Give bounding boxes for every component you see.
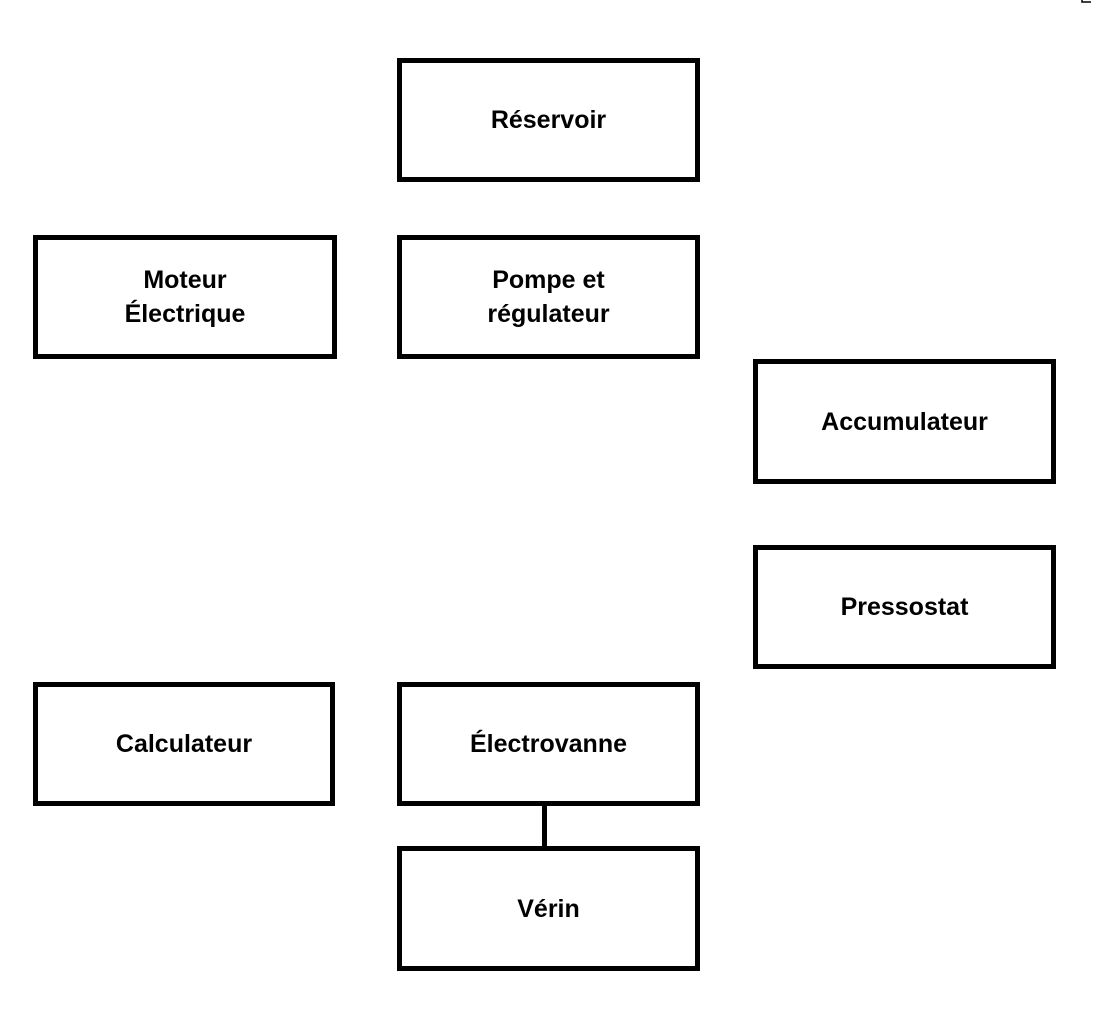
electrovanne-verin-connector: [542, 805, 547, 848]
electrovanne-label: Électrovanne: [469, 730, 627, 758]
moteur-electrique-box[interactable]: Moteur Électrique: [33, 235, 337, 359]
accumulateur-label: Accumulateur: [821, 407, 988, 436]
calculateur-box[interactable]: Calculateur: [33, 682, 335, 806]
accumulateur-box[interactable]: Accumulateur: [753, 359, 1056, 484]
reservoir-label: Réservoir: [490, 106, 607, 134]
pressostat-box[interactable]: Pressostat: [753, 545, 1056, 669]
corner-mark: [1081, 0, 1091, 3]
moteur-electrique-label: Moteur Électrique: [124, 266, 246, 328]
verin-box[interactable]: Vérin: [397, 846, 700, 971]
verin-label: Vérin: [517, 894, 580, 923]
pompe-regulateur-box[interactable]: Pompe et régulateur: [397, 235, 700, 359]
calculateur-label: Calculateur: [115, 730, 253, 758]
electrovanne-box[interactable]: Électrovanne: [397, 682, 700, 806]
pompe-regulateur-label: Pompe et régulateur: [487, 266, 610, 328]
pressostat-label: Pressostat: [840, 593, 969, 621]
reservoir-box[interactable]: Réservoir: [397, 58, 700, 182]
